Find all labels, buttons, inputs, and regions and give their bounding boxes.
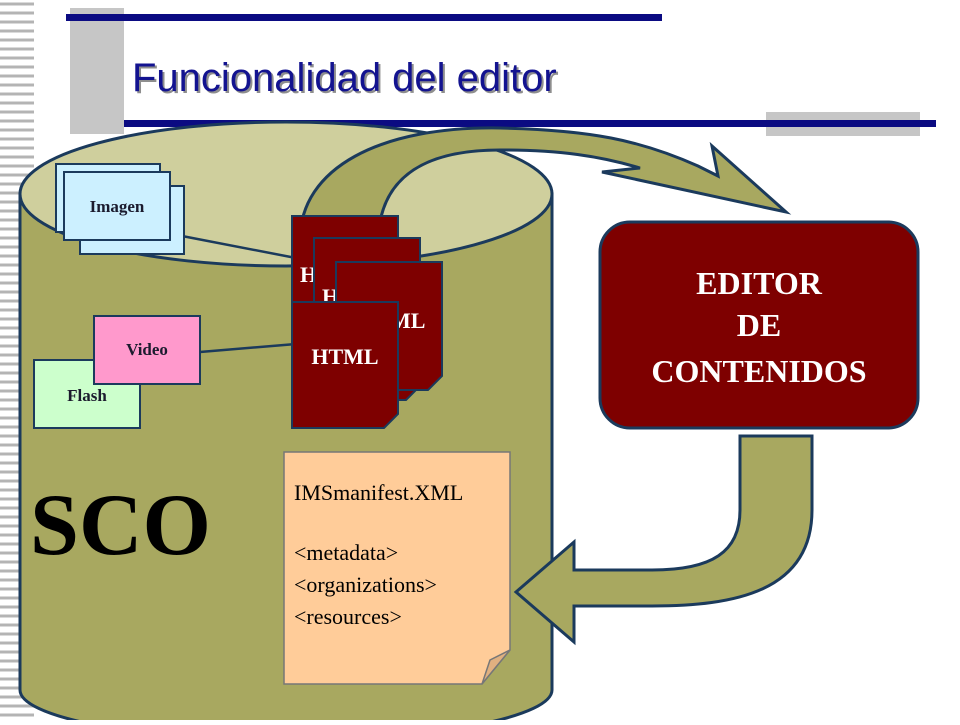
video-label: Video [126,340,168,359]
connector-imagen [181,234,297,260]
imagen-label: Imagen [90,197,145,216]
editor-line-3: CONTENIDOS [651,353,866,389]
manifest-resources: <resources> [294,604,402,629]
manifest-metadata: <metadata> [294,540,398,565]
manifest-organizations: <organizations> [294,572,437,597]
editor-line-1: EDITOR [696,265,823,301]
html-page-front [291,301,399,429]
sco-label: SCO [30,477,211,574]
video-box: Video [93,315,201,385]
editor-box: EDITOR DE CONTENIDOS [598,220,920,430]
slide-title: Funcionalidad del editor [132,56,557,100]
right-navy-line [124,120,936,127]
top-navy-line [66,14,662,21]
top-gray-block [70,8,124,134]
manifest-document: IMSmanifest.XML <metadata> <organization… [283,451,511,685]
arrow-to-manifest [513,434,814,646]
html-page-back-1-label: H [300,262,317,287]
arrow-to-editor [298,126,792,242]
manifest-title: IMSmanifest.XML [294,480,463,505]
html-page-front-label: HTML [311,344,378,369]
imagen-stack: Imagen [55,163,185,255]
flash-label: Flash [67,386,107,405]
connector-video [199,342,297,354]
editor-line-2: DE [737,307,781,343]
html-page-stack: H H ML HTML [291,215,443,429]
